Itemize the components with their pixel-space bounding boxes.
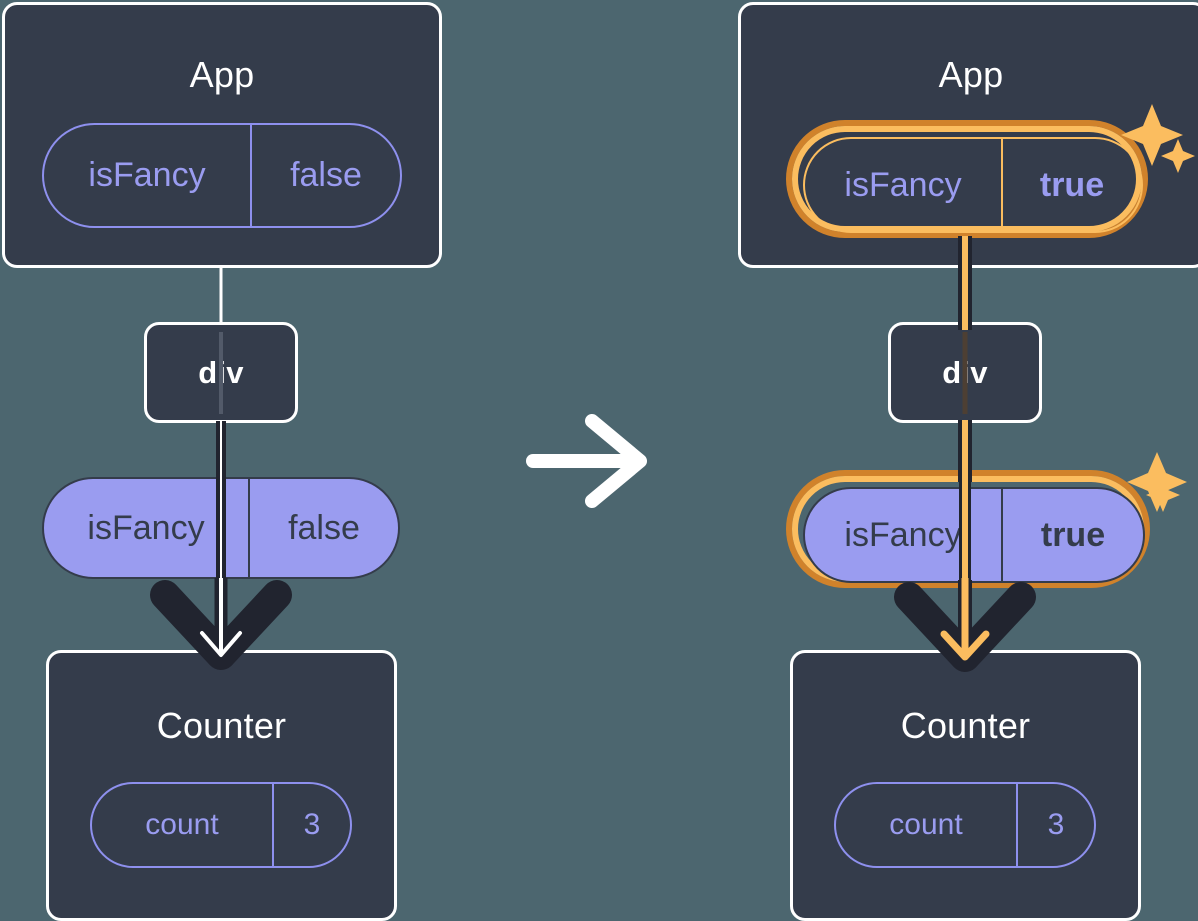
card-title-div-after: div xyxy=(942,355,988,390)
state-value: 3 xyxy=(1016,784,1094,866)
state-key: count xyxy=(145,808,219,841)
state-value: true xyxy=(1001,139,1141,231)
state-pill-app-before: isFancy false xyxy=(42,123,402,228)
state-pill-app-after: isFancy true xyxy=(803,137,1143,233)
state-value: false xyxy=(250,125,400,226)
card-title-counter-after: Counter xyxy=(900,705,1031,746)
card-title-app-before: App xyxy=(189,54,255,95)
card-title-app-after: App xyxy=(938,54,1004,95)
card-title-div-before: div xyxy=(198,355,244,390)
prop-pill-after: isFancy true xyxy=(803,487,1145,583)
prop-value: true xyxy=(1001,489,1143,581)
card-div-before: div xyxy=(144,322,298,423)
prop-pill-before: isFancy false xyxy=(42,477,400,579)
prop-value: false xyxy=(248,479,398,577)
state-pill-counter-after: count 3 xyxy=(834,782,1096,868)
state-key: isFancy xyxy=(844,165,962,204)
state-key: isFancy xyxy=(88,156,206,194)
prop-pill-after-highlight: isFancy true xyxy=(786,470,1150,588)
card-title-counter-before: Counter xyxy=(156,705,287,746)
state-pill-app-after-highlight: isFancy true xyxy=(786,120,1148,238)
state-value: 3 xyxy=(272,784,350,866)
card-div-after: div xyxy=(888,322,1042,423)
prop-key: isFancy xyxy=(844,515,962,554)
state-pill-counter-before: count 3 xyxy=(90,782,352,868)
prop-key: isFancy xyxy=(87,508,205,547)
state-key: count xyxy=(889,808,963,841)
